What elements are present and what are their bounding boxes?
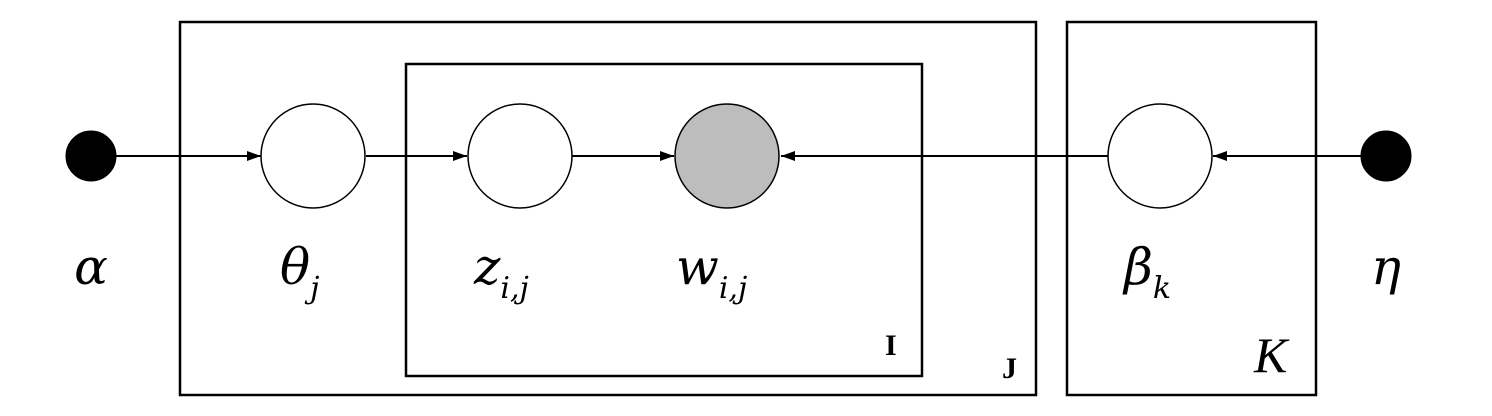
- plate-inner-i: [404, 62, 924, 378]
- node-theta: [260, 103, 366, 209]
- plate-topic-k: [1065, 20, 1318, 397]
- node-beta: [1107, 103, 1213, 209]
- label-eta: η: [1371, 238, 1401, 296]
- plate-label-j: J: [1002, 352, 1017, 385]
- node-eta: [1360, 130, 1412, 182]
- label-beta: βk: [1122, 238, 1171, 306]
- node-alpha: [65, 130, 117, 182]
- label-beta-symbol: β: [1122, 238, 1153, 296]
- label-z-subscript: i,j: [500, 271, 528, 306]
- node-w: [674, 103, 780, 209]
- plate-label-i: I: [885, 329, 897, 362]
- label-theta-symbol: θ: [280, 238, 310, 296]
- label-alpha: α: [74, 238, 108, 296]
- label-w-subscript: i,j: [719, 271, 747, 306]
- plate-label-k: K: [1253, 327, 1290, 383]
- label-beta-subscript: k: [1153, 271, 1171, 306]
- label-w-symbol: w: [676, 238, 719, 296]
- label-z-symbol: z: [473, 238, 501, 296]
- label-theta: θj: [280, 238, 319, 306]
- label-z: zi,j: [473, 238, 529, 306]
- node-z: [467, 103, 573, 209]
- label-w: wi,j: [676, 238, 747, 306]
- plate-outer-j: [178, 20, 1038, 397]
